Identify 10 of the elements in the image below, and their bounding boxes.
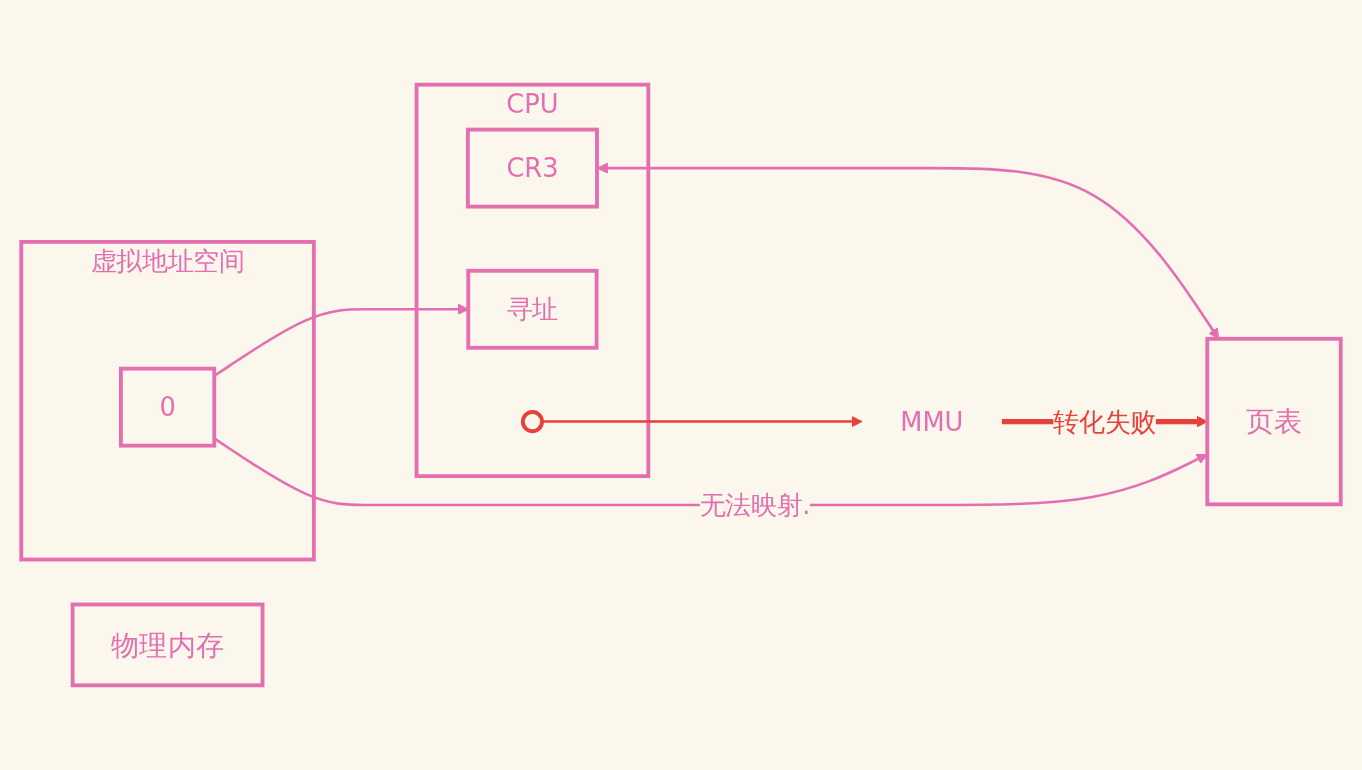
node-circle: [520, 410, 544, 434]
node-box: 页表: [1205, 336, 1343, 507]
node-box: 寻址: [466, 268, 599, 350]
node-box: 物理内存: [70, 602, 265, 688]
edge-label: 无法映射.: [699, 489, 811, 521]
node-box: 0: [118, 366, 217, 448]
edge-label: 转化失败: [1053, 406, 1156, 437]
node-text: MMU: [900, 406, 964, 437]
arrow: [542, 415, 863, 428]
node-box: CR3: [465, 127, 599, 209]
